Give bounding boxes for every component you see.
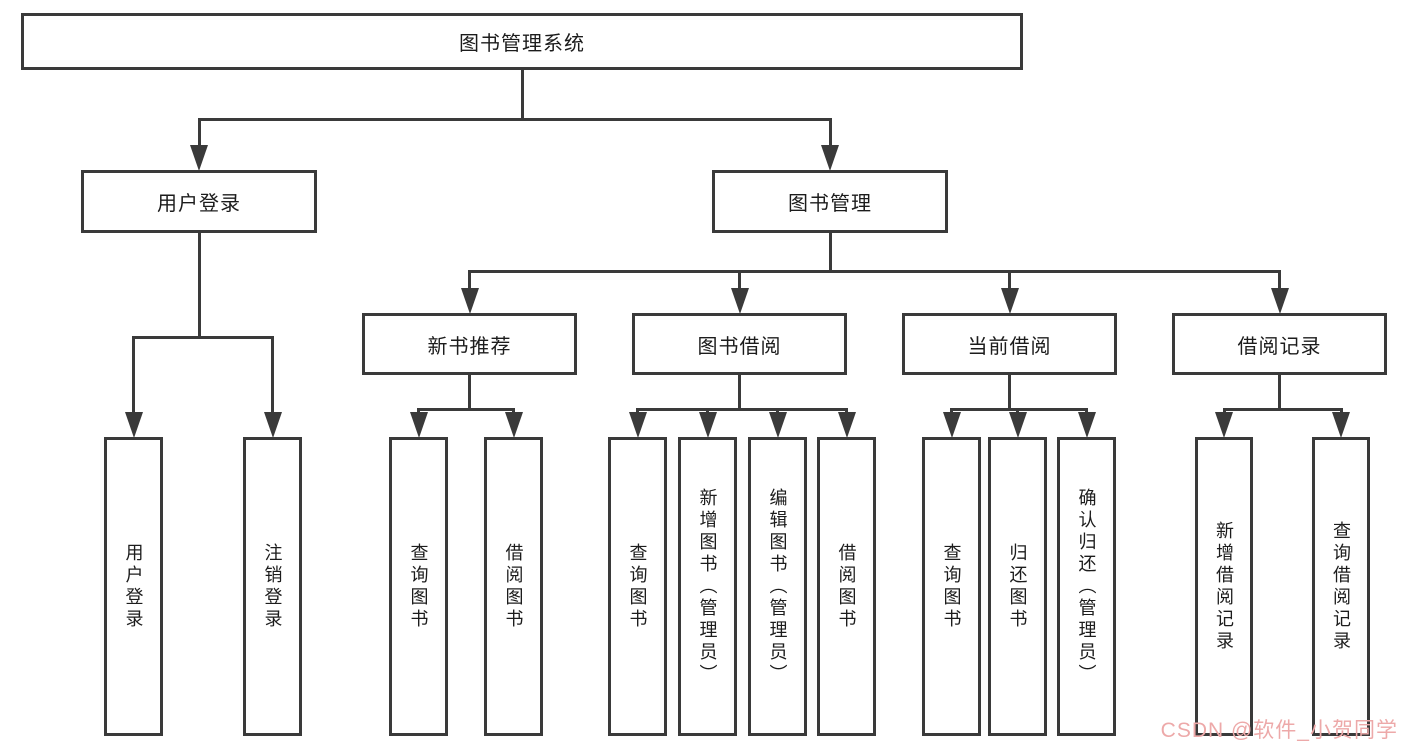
node-leaf-logout: 注销登录 (243, 437, 302, 736)
arrowhead-icon-leaf-logout (263, 412, 282, 438)
connector-bar-new-book-rec (417, 408, 515, 411)
connector-stem-current-borrow (1008, 375, 1011, 408)
arrowhead-icon-leaf-query-borrow-record (1332, 412, 1350, 438)
node-label-leaf-borrow-books-rec: 借阅图书 (503, 542, 524, 631)
connector-bar-book-mgmt (468, 270, 1281, 273)
arrowhead-icon-leaf-edit-books (768, 412, 787, 438)
node-label-current-borrow: 当前借阅 (967, 335, 1052, 358)
connector-drop-user-login (197, 121, 201, 146)
node-leaf-borrow-books: 借阅图书 (817, 437, 876, 736)
node-label-leaf-add-borrow-record: 新增借阅记录 (1214, 520, 1234, 653)
arrowhead-icon-leaf-query-books-rec (409, 412, 428, 438)
csdn-watermark: CSDN @软件_小贺同学 (1160, 719, 1398, 742)
node-label-leaf-query-books-cur: 查询图书 (941, 542, 962, 631)
connector-drop-leaf-user-login (132, 339, 135, 413)
node-book-borrow: 图书借阅 (632, 313, 847, 375)
connector-stem-user-login (197, 233, 201, 336)
arrowhead-icon-borrow-records (1270, 288, 1289, 314)
node-book-mgmt: 图书管理 (712, 170, 948, 233)
node-current-borrow: 当前借阅 (902, 313, 1117, 375)
connector-stem-root (520, 70, 524, 118)
node-leaf-return-books: 归还图书 (988, 437, 1047, 736)
arrowhead-icon-leaf-query-books-borrow (628, 412, 647, 438)
node-leaf-user-login: 用户登录 (104, 437, 163, 736)
node-label-leaf-add-books: 新增图书（管理员） (697, 487, 718, 686)
node-leaf-query-books-borrow: 查询图书 (608, 437, 667, 736)
node-label-user-login: 用户登录 (157, 193, 241, 215)
connector-drop-borrow-records (1278, 273, 1281, 289)
connector-bar-root (197, 118, 832, 121)
node-leaf-confirm-return: 确认归还（管理员） (1057, 437, 1116, 736)
node-leaf-query-books-cur: 查询图书 (922, 437, 981, 736)
node-label-borrow-records: 借阅记录 (1237, 335, 1322, 358)
connector-stem-borrow-records (1278, 375, 1281, 408)
connector-stem-new-book-rec (468, 375, 471, 408)
arrowhead-icon-leaf-confirm-return (1077, 412, 1096, 438)
node-label-leaf-query-books-borrow: 查询图书 (627, 542, 648, 631)
node-label-leaf-query-borrow-record: 查询借阅记录 (1331, 520, 1351, 653)
arrowhead-icon-leaf-add-borrow-record (1215, 412, 1233, 438)
connector-bar-user-login (132, 336, 274, 339)
node-label-root: 图书管理系统 (459, 33, 585, 55)
node-label-leaf-confirm-return: 确认归还（管理员） (1076, 487, 1097, 686)
connector-bar-current-borrow (950, 408, 1088, 411)
node-leaf-query-books-rec: 查询图书 (389, 437, 448, 736)
arrowhead-icon-leaf-return-books (1008, 412, 1027, 438)
arrowhead-icon-user-login (190, 145, 208, 171)
connector-bar-borrow-records (1222, 408, 1343, 411)
node-root: 图书管理系统 (21, 13, 1023, 70)
node-leaf-add-books: 新增图书（管理员） (678, 437, 737, 736)
node-user-login: 用户登录 (81, 170, 317, 233)
node-label-new-book-rec: 新书推荐 (427, 335, 512, 358)
connector-stem-book-mgmt (828, 233, 832, 270)
node-borrow-records: 借阅记录 (1172, 313, 1387, 375)
arrowhead-icon-leaf-borrow-books (837, 412, 856, 438)
connector-drop-current-borrow (1008, 273, 1011, 289)
arrowhead-icon-leaf-user-login (124, 412, 143, 438)
node-label-leaf-edit-books: 编辑图书（管理员） (767, 487, 788, 686)
node-leaf-borrow-books-rec: 借阅图书 (484, 437, 543, 736)
connector-drop-book-mgmt (828, 121, 832, 146)
arrowhead-icon-book-mgmt (821, 145, 839, 171)
node-label-leaf-logout: 注销登录 (262, 542, 283, 631)
arrowhead-icon-book-borrow (730, 288, 749, 314)
arrowhead-icon-current-borrow (1000, 288, 1019, 314)
arrowhead-icon-new-book-rec (460, 288, 479, 314)
node-leaf-query-borrow-record: 查询借阅记录 (1312, 437, 1370, 736)
node-leaf-edit-books: 编辑图书（管理员） (748, 437, 807, 736)
connector-drop-book-borrow (738, 273, 741, 289)
node-label-leaf-user-login: 用户登录 (123, 542, 144, 631)
arrowhead-icon-leaf-add-books (698, 412, 717, 438)
node-label-leaf-borrow-books: 借阅图书 (836, 542, 857, 631)
node-label-leaf-return-books: 归还图书 (1007, 542, 1028, 631)
connector-drop-leaf-logout (271, 339, 274, 413)
connector-drop-new-book-rec (468, 273, 471, 289)
node-label-book-borrow: 图书借阅 (697, 335, 782, 358)
node-leaf-add-borrow-record: 新增借阅记录 (1195, 437, 1253, 736)
node-label-book-mgmt: 图书管理 (788, 193, 872, 215)
node-new-book-rec: 新书推荐 (362, 313, 577, 375)
connector-stem-book-borrow (738, 375, 741, 408)
arrowhead-icon-leaf-query-books-cur (942, 412, 961, 438)
arrowhead-icon-leaf-borrow-books-rec (504, 412, 523, 438)
node-label-leaf-query-books-rec: 查询图书 (408, 542, 429, 631)
connector-bar-book-borrow (636, 408, 848, 411)
